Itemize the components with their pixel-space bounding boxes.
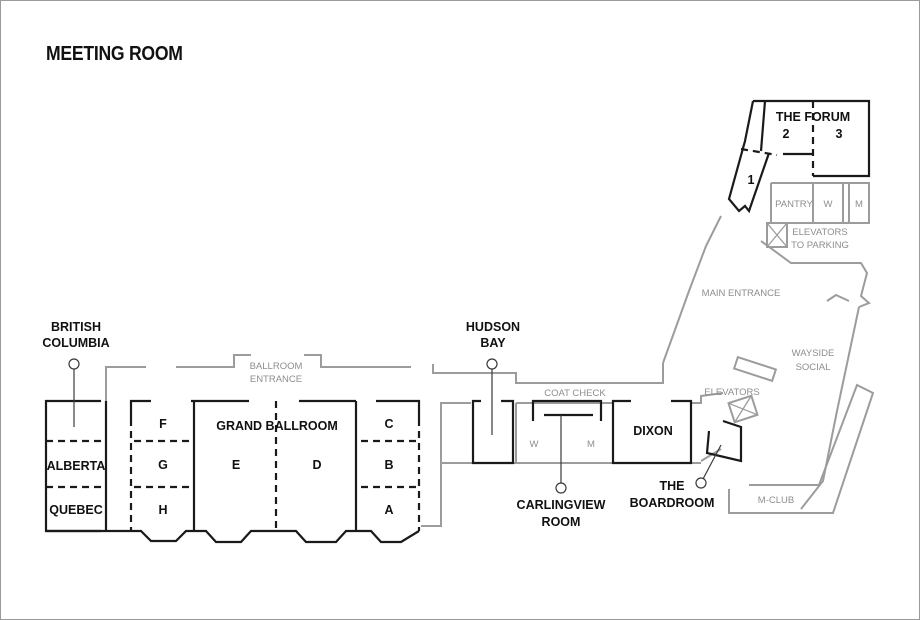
ballroom-entrance-wall-right	[304, 354, 411, 368]
elevator-lobby-wall	[760, 240, 871, 308]
dixon-label[interactable]: DIXON	[633, 424, 673, 438]
british-columbia-label-1[interactable]: BRITISH	[51, 320, 101, 334]
dixon-corridor-wall	[691, 392, 724, 404]
washroom-m-left-label: M	[587, 439, 595, 450]
ballroom-top-wall-left	[129, 399, 151, 419]
carlingview-label-1[interactable]: CARLINGVIEW	[517, 498, 606, 512]
map-pins	[68, 358, 722, 494]
m-club-wall	[728, 383, 875, 514]
pin-hudson-bay[interactable]	[486, 358, 498, 370]
room-a-label[interactable]: A	[384, 503, 393, 517]
ballroom-corridor-wall	[105, 366, 146, 401]
boardroom-label-1[interactable]: THE	[660, 479, 685, 493]
wayside-social-label-2: SOCIAL	[796, 362, 831, 373]
washroom-w-left-label: W	[530, 439, 539, 450]
room-c-label[interactable]: C	[384, 417, 393, 431]
pin-carlingview[interactable]	[555, 482, 567, 494]
carlingview-wall	[531, 399, 603, 421]
elevators-parking-label-1: ELEVATORS	[792, 227, 847, 238]
circulation-corridors	[105, 182, 875, 527]
ballroom-top-wall-end	[376, 399, 421, 419]
ballroom-bottom-wall	[46, 529, 420, 544]
parking-elevator-box	[766, 222, 788, 248]
lobby-elevator-box	[727, 394, 759, 424]
forum-1-divider	[740, 147, 778, 157]
forum-rooms	[727, 99, 871, 214]
alberta-label[interactable]: ALBERTA	[47, 459, 106, 473]
coat-check-label: COAT CHECK	[544, 388, 606, 399]
pin-boardroom[interactable]	[695, 477, 707, 489]
grand-ballroom-label[interactable]: GRAND BALLROOM	[216, 419, 338, 433]
m-club-label: M-CLUB	[758, 495, 794, 506]
boardroom-wall	[705, 419, 743, 463]
room-labels: BRITISH COLUMBIA ALBERTA QUEBEC F G H GR…	[42, 110, 850, 529]
hudson-bay-label-2[interactable]: BAY	[480, 336, 506, 350]
wayside-social-label-1: WAYSIDE	[792, 348, 835, 359]
ballroom-entrance-label-1: BALLROOM	[250, 361, 303, 372]
carlingview-label-2[interactable]: ROOM	[542, 515, 581, 529]
forum-1-2-wall	[759, 100, 767, 152]
pantry-block-wall	[770, 182, 870, 224]
elevators-label: ELEVATORS	[704, 387, 759, 398]
pin-british-columbia[interactable]	[68, 358, 80, 370]
wayside-counter	[732, 355, 778, 383]
area-labels: BALLROOM ENTRANCE COAT CHECK W M PANTRY …	[250, 199, 863, 506]
main-entrance-left-wall	[662, 215, 722, 364]
forum-room-3-label[interactable]: 3	[836, 127, 843, 141]
room-h-label[interactable]: H	[158, 503, 167, 517]
room-g-label[interactable]: G	[158, 458, 168, 472]
boardroom-label-2[interactable]: BOARDROOM	[630, 496, 715, 510]
room-b-label[interactable]: B	[384, 458, 393, 472]
hudson-bay-label-1[interactable]: HUDSON	[466, 320, 520, 334]
quebec-label[interactable]: QUEBEC	[49, 503, 102, 517]
wayside-outer-wall	[800, 306, 860, 510]
hudson-bay-wall	[471, 399, 515, 465]
wayside-inner-wall	[826, 293, 850, 302]
dixon-wall	[611, 399, 693, 465]
grand-ballroom-walls	[46, 399, 421, 544]
washroom-w-right-label: W	[824, 199, 833, 210]
lower-corridor-wall	[421, 402, 471, 527]
parking-elevator-x2	[766, 222, 788, 248]
room-e-label[interactable]: E	[232, 458, 240, 472]
central-rooms	[471, 399, 743, 465]
forum-room-2-label[interactable]: 2	[783, 127, 790, 141]
main-entrance-label: MAIN ENTRANCE	[702, 288, 781, 299]
forum-left-wall	[727, 100, 771, 214]
room-d-label[interactable]: D	[312, 458, 321, 472]
forum-label[interactable]: THE FORUM	[776, 110, 850, 124]
washroom-m-right-label: M	[855, 199, 863, 210]
forum-outer-wall	[753, 99, 871, 178]
elevators-parking-label-2: TO PARKING	[791, 240, 849, 251]
corridor-to-hudson	[432, 363, 664, 384]
page-title: MEETING ROOM	[46, 43, 183, 65]
british-columbia-label-2[interactable]: COLUMBIA	[42, 336, 109, 350]
room-f-label[interactable]: F	[159, 417, 167, 431]
forum-room-1-label[interactable]: 1	[748, 173, 755, 187]
ballroom-entrance-label-2: ENTRANCE	[250, 374, 302, 385]
pantry-label: PANTRY	[775, 199, 813, 210]
ballroom-entrance-wall	[176, 354, 251, 368]
pin-line-boardroom	[702, 444, 722, 480]
